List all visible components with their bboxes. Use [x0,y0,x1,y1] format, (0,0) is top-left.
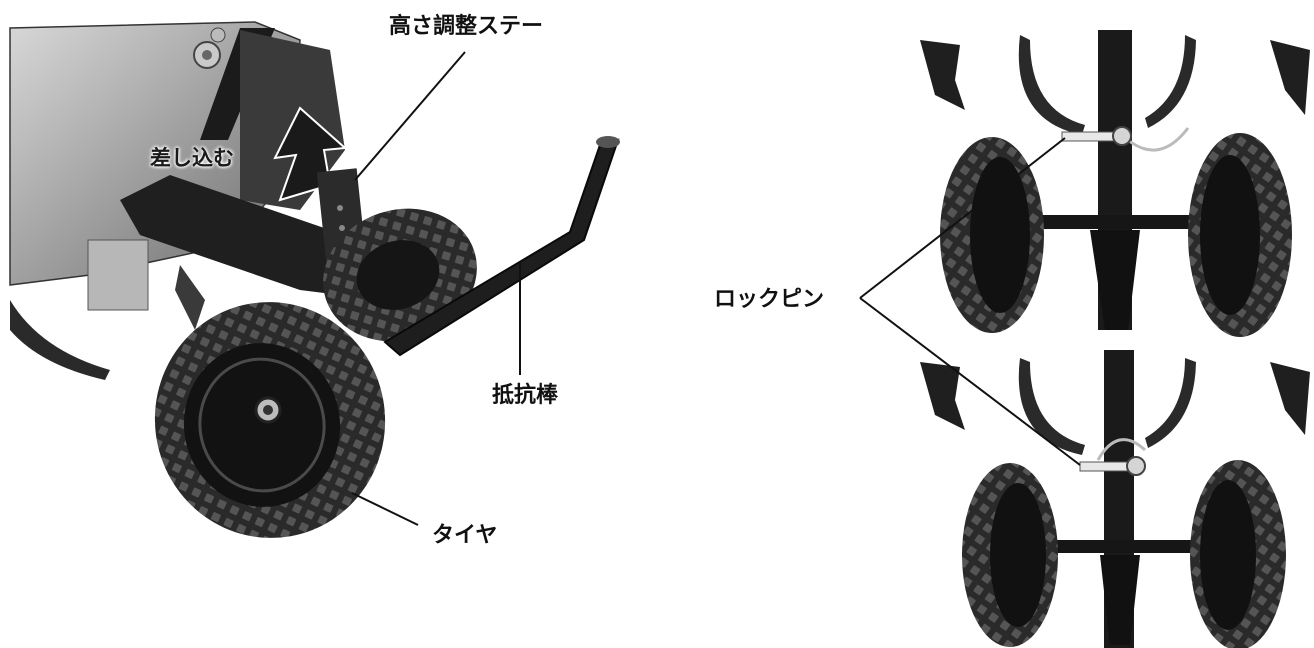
left-photo [9,21,620,538]
rim-left [990,483,1046,627]
tine [1018,35,1085,135]
rim-right [1200,480,1256,630]
right-photo-top [920,30,1310,337]
frame-arm [120,175,390,300]
lock-pin [1061,131,1118,142]
rear-hub [356,240,440,310]
axle [1010,540,1205,553]
tine [1270,40,1310,115]
front-rim [183,343,341,507]
tine [1145,35,1196,128]
center-blade [1100,555,1140,645]
tine [175,265,205,330]
resistance-bar-label: 抵抗棒 [492,383,559,408]
tine [1018,358,1085,455]
lock-pin-label: ロックピン [714,287,825,312]
leader-lockpin-bottom [859,297,1081,466]
front-axle [263,405,273,415]
axle [995,215,1205,229]
bar-end [596,136,620,148]
leader-lockpin-top [859,137,1066,299]
center-blade [1090,230,1140,330]
front-rim-ring [198,357,326,493]
lock-pin [1079,461,1133,472]
lock-pin-head [1126,456,1146,476]
insert-label: 差し込む [150,146,234,170]
bolt [202,50,212,60]
tine [1270,362,1310,435]
right-photo-bottom [920,350,1310,648]
lock-pin-head [1112,126,1132,146]
tine [920,362,965,430]
tine [1145,358,1196,448]
stay-hole [339,225,345,231]
lock-pin-clip [1096,438,1147,461]
height-stay-label: 高さ調整ステー [389,14,544,39]
lock-pin-clip [1127,127,1190,152]
tire-label: タイヤ [432,523,498,548]
bolt [210,27,226,43]
leader-tire [351,492,419,526]
leader-height-stay [354,51,466,181]
tine [920,40,965,110]
stay-hole [337,205,343,211]
gearbox [87,239,149,311]
rim-left [970,157,1030,313]
rim-right [1200,155,1260,315]
tine [10,300,110,380]
